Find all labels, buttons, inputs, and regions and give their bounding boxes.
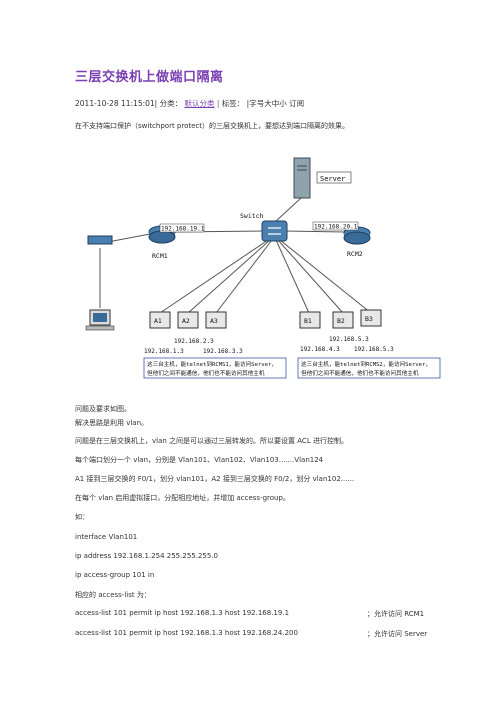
server-label: Server (320, 175, 345, 183)
code-line-2: ip address 192.168.1.254 255.255.255.0 (75, 552, 218, 560)
svg-text:A1: A1 (154, 317, 162, 325)
switch-label: Switch (240, 212, 264, 220)
ip-b2: 192.168.5.3 (329, 336, 369, 343)
intro-text: 在不支持端口保护（switchport protect）的三层交换机上，要想达到… (75, 122, 350, 130)
paragraph-3: A1 接到三层交换的 F0/1，划分 vlan101，A2 接到三层交换的 F0… (75, 475, 355, 483)
note-b-line1: 这三台主机，能telnet到RCMS2，能访问Server， (301, 360, 431, 368)
ip-a2: 192.168.2.3 (174, 338, 214, 345)
network-links (99, 197, 372, 314)
post-meta: 2011-10-28 11:15:01| 分类： 默认分类 | 标签： |字号大… (75, 98, 304, 109)
solution-idea: 解决思路是利用 vlan。 (75, 419, 149, 427)
font-size-subscribe[interactable]: |字号大中小 订阅 (246, 99, 305, 108)
host-a3: A3 (205, 311, 227, 329)
host-a1: A1 (149, 311, 171, 329)
problem-text: 问题及要求如图。 (75, 405, 131, 413)
left-switch-icon (87, 235, 113, 245)
post-datetime: 2011-10-28 11:15:01| (75, 99, 158, 108)
code-line-1: interface Vlan101 (75, 533, 138, 541)
paragraph-5: 如： (75, 513, 89, 521)
category-link[interactable]: 默认分类 (184, 99, 215, 108)
paragraph-2: 每个端口划分一个 vlan，分别是 Vlan101、Vlan102、Vlan10… (75, 456, 324, 464)
ip-left-link: 192.168.19.1 (161, 226, 205, 233)
rcm1-label: RCM1 (152, 252, 168, 260)
note-a-line1: 这三台主机，能telnet到RCMS1，能访问Server， (147, 360, 277, 368)
paragraph-6: 相应的 access-list 为： (75, 591, 151, 599)
acl-comment-2: ；允许访问 Server (367, 630, 428, 638)
host-b1: B1 (299, 311, 321, 329)
note-a-line2: 但他们之间不能通信，他们也不能访问其他主机 (147, 369, 265, 377)
svg-text:A2: A2 (182, 317, 190, 325)
rcm2-label: RCM2 (347, 250, 363, 258)
network-diagram: Server Switch RCM1 RCM2 192.168.19.1 192… (85, 157, 441, 379)
category-label: 分类： (159, 99, 183, 108)
host-b2: B2 (332, 311, 354, 329)
note-b-line2: 但他们之间不能通信，他们也不能访问其他主机 (301, 369, 419, 377)
ip-a1: 192.168.1.3 (144, 348, 184, 355)
ip-a3: 192.168.3.3 (203, 348, 243, 355)
ip-b1: 192.168.4.3 (300, 346, 340, 353)
acl-line-1: access-list 101 permit ip host 192.168.1… (75, 609, 290, 617)
code-line-3: ip access-group 101 in (75, 571, 155, 579)
tags-label: 标签： (221, 99, 245, 108)
svg-text:B2: B2 (337, 317, 345, 325)
pc-icon (85, 309, 115, 331)
svg-text:B3: B3 (365, 315, 373, 323)
host-a2: A2 (177, 311, 199, 329)
meta-separator: | (216, 99, 220, 108)
svg-text:B1: B1 (304, 317, 312, 325)
host-b3: B3 (360, 309, 382, 327)
multilayer-switch-icon (261, 220, 288, 242)
ip-b3: 192.168.5.3 (354, 346, 394, 353)
paragraph-1: 问题是在三层交换机上，vlan 之间是可以通过三层转发的。所以要设置 ACL 进… (75, 437, 348, 445)
acl-comment-1: ；允许访问 RCM1 (367, 610, 425, 618)
paragraph-4: 在每个 vlan 启用虚拟接口，分配相应地址，并增加 access-group。 (75, 494, 290, 502)
acl-line-2: access-list 101 permit ip host 192.168.1… (75, 629, 298, 637)
server-icon (293, 157, 311, 199)
ip-right-link: 192.168.20.1 (314, 224, 358, 231)
page-title: 三层交换机上做端口隔离 (75, 70, 224, 85)
svg-text:A3: A3 (210, 317, 218, 325)
